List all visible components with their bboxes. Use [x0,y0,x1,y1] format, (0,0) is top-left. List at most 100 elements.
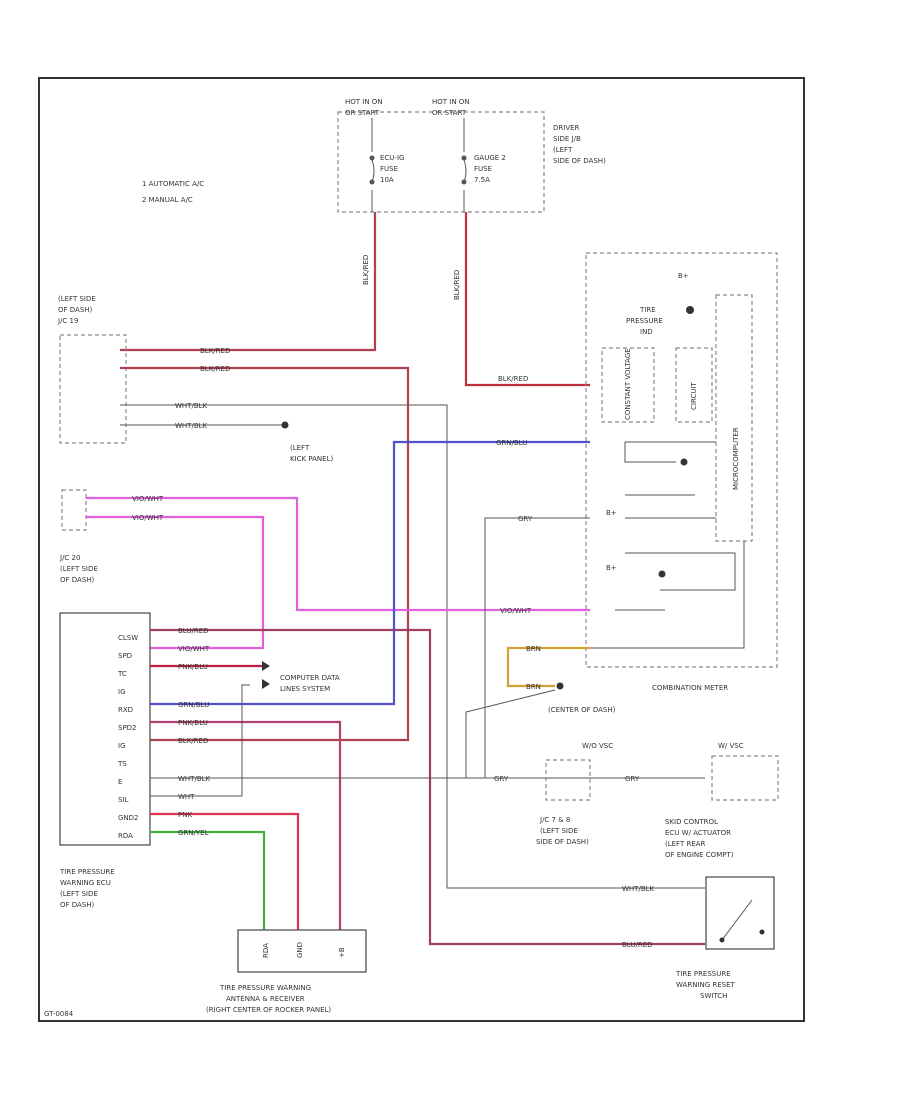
wire-ig-to-ecu [120,366,410,742]
jc20-location-2: OF DASH) [60,576,95,584]
fuse-2-name: GAUGE 2 [474,154,506,162]
wire-label-sil: WHT [178,793,195,801]
antenna-receiver: RDA GND +B TIRE PRESSURE WARNING ANTENNA… [206,929,367,1014]
jc19-location-2: OF DASH) [58,306,93,314]
ecu-title-1: TIRE PRESSURE [59,868,115,876]
fuse-box-location-2: SIDE J/B [553,135,581,143]
ground-center-label: (CENTER OF DASH) [548,706,616,714]
wire-label-jc20-a: VIO/WHT [132,495,164,503]
wire-sil [150,684,250,797]
ecu-pin-1: CLSW [118,634,138,642]
wire-label-ig2: BLK/RED [178,737,208,745]
junction-connector-19: (LEFT SIDE OF DASH) J/C 19 [57,295,127,444]
meter-segment-3: MICROCOMPUTER [732,427,740,490]
meter-segment-1: CONSTANT VOLTAGE [624,348,632,420]
wire-label-tc: PNK/BLU [178,663,208,671]
wire-label-gnd2: PNK [178,811,192,819]
reset-title-2: WARNING RESET [676,981,736,989]
wire-label-reset-a: WHT/BLK [622,885,655,893]
ground-point-kick-panel [281,421,289,429]
meter-warn-3: IND [640,328,653,336]
wire-spd2 [150,720,342,930]
fuse-box-location-1: DRIVER [553,124,580,132]
jc19-id: J/C 19 [57,317,78,325]
ground-kick-label-1: (LEFT [290,444,310,452]
ground-point-center-dash [556,682,564,690]
jc-7-8-id: J/C 7 & 8 [539,816,570,824]
wire-label-skid-b: GRY [625,775,640,783]
wire-label-spd2: PNK/BLU [178,719,208,727]
reset-title-1: TIRE PRESSURE [675,970,731,978]
data-link-arrow-2 [262,679,270,689]
wire-label-jc19-d: WHT/BLK [175,422,208,430]
ecu-pin-4: IG [118,688,126,696]
wire-label-fuse2: BLK/RED [453,270,461,300]
ecu-pin-7: IG [118,742,126,750]
fuse-hot-label-2b: OR START [432,109,467,117]
tire-pressure-reset-switch: WHT/BLK BLU/RED TIRE PRESSURE WARNING RE… [622,876,775,1000]
meter-bplus-low: B+ [606,564,617,572]
wire-gnd2 [150,812,300,930]
ecu-title-4: OF DASH) [60,901,95,909]
wire-label-rxd: GRN/BLU [178,701,209,709]
wire-label-jc20-b: VIO/WHT [132,514,164,522]
ecu-pin-3: TC [117,670,127,678]
wire-rda [150,830,266,930]
skid-control-ecu [711,755,779,801]
ecu-pin-9: E [118,778,122,786]
data-link-label-2: LINES SYSTEM [280,685,330,693]
fuse-1-name: ECU-IG [380,154,404,162]
meter-bplus-mid: B+ [606,509,617,517]
antenna-title-2: ANTENNA & RECEIVER [226,995,305,1003]
fuse-1-type: FUSE [380,165,398,173]
wire-label-meter-ground-a: BRN [526,645,541,653]
data-link-label-1: COMPUTER DATA [280,674,340,682]
wire-label-jc19-c: WHT/BLK [175,402,208,410]
jc-7-8-loc-2: SIDE OF DASH) [536,838,589,846]
legend-item-2: 2 MANUAL A/C [142,196,193,204]
wire-label-meter-feed: BLK/RED [498,375,528,383]
antenna-pin-3: +B [338,947,346,958]
ground-kick-label-2: KICK PANEL) [290,455,333,463]
jc19-location-1: (LEFT SIDE [58,295,96,303]
fuse-2-rating: 7.5A [474,176,490,184]
data-link-arrow-1 [262,661,270,671]
ecu-title-3: (LEFT SIDE [60,890,98,898]
tire-pressure-ecu: CLSW SPD TC IG RXD SPD2 IG TS E SIL GND2… [59,612,151,909]
meter-bplus-top: B+ [678,272,689,280]
wire-spd-upper [86,496,590,612]
diagram-frame [38,77,805,1022]
fuse-hot-label-2: HOT IN ON [432,98,470,106]
wire-label-fuse1: BLK/RED [362,255,370,285]
wire-label-meter-rxd: GRN/BLU [496,439,527,447]
wire-clsw [150,628,705,946]
jc-7-8 [545,759,591,801]
antenna-pin-1: RDA [262,943,270,958]
skid-label-w-vsc: W/ VSC [718,742,744,750]
wire-label-reset-b: BLU/RED [622,941,653,949]
legend-item-1: 1 AUTOMATIC A/C [142,180,204,188]
fuse-box: HOT IN ON OR START HOT IN ON OR START EC… [337,98,606,213]
wire-label-skid-meter: GRY [518,515,533,523]
ecu-pin-10: SIL [118,796,129,804]
wire-skid [484,517,590,778]
antenna-title-1: TIRE PRESSURE WARNING [219,984,311,992]
skid-title-4: OF ENGINE COMPT) [665,851,734,859]
junction-connector-20: J/C 20 (LEFT SIDE OF DASH) [59,489,98,584]
antenna-title-3: (RIGHT CENTER OF ROCKER PANEL) [206,1006,331,1014]
meter-warn-1: TIRE [639,306,656,314]
wire-label-skid-a: GRY [494,775,509,783]
jc20-id: J/C 20 [59,554,80,562]
wire-label-meter-spd: VIO/WHT [500,607,532,615]
ecu-pin-12: RDA [118,832,133,840]
skid-title-1: SKID CONTROL [665,818,718,826]
wire-spd-lower [86,515,265,650]
wire-ecu-ig-feed [120,212,377,352]
reset-title-3: SWITCH [700,992,727,1000]
wire-label-meter-ground-b: BRN [526,683,541,691]
skid-title-3: (LEFT REAR [665,840,706,848]
jc-7-8-loc-1: (LEFT SIDE [540,827,578,835]
meter-warn-2: PRESSURE [626,317,663,325]
fuse-box-location-3: (LEFT [553,146,573,154]
